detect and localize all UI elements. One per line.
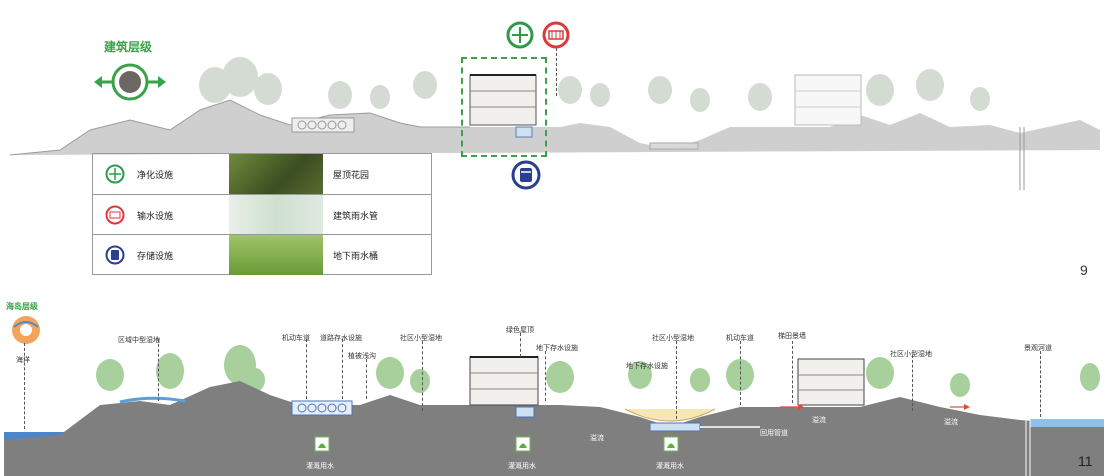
leader-line xyxy=(366,359,367,399)
label-community-wetland: 社区小型湿地 xyxy=(400,334,442,342)
label-terrace-wall: 梯田景墙 xyxy=(778,332,806,340)
convey-icon xyxy=(105,205,125,225)
leader-line xyxy=(342,339,343,399)
island-level-title: 海岛层级 xyxy=(6,302,38,311)
leader-line xyxy=(912,355,913,411)
building-section-drawing xyxy=(9,57,1100,190)
label-green-roof: 绿色屋顶 xyxy=(506,326,534,334)
leader-line xyxy=(740,341,741,405)
leader-line xyxy=(1040,351,1041,417)
label-overflow: 溢流 xyxy=(812,416,826,424)
building-level-section: 建筑层级 xyxy=(9,21,1100,278)
legend-example-label: 建筑雨水管 xyxy=(333,212,379,222)
legend-facility-label: 净化设施 xyxy=(137,171,174,181)
page-number-bottom: 11 xyxy=(1078,453,1093,469)
label-overflow: 溢流 xyxy=(944,418,958,426)
rain-pipe-photo xyxy=(229,195,323,235)
legend-example-label: 屋顶花园 xyxy=(333,171,370,181)
rain-barrel-photo xyxy=(229,235,323,275)
legend-row: 输水设施 建筑雨水管 xyxy=(93,194,431,235)
label-motor-road: 机动车道 xyxy=(726,334,754,342)
label-motor-road: 机动车道 xyxy=(282,334,310,342)
label-irrigation: 灌溉用水 xyxy=(656,462,684,470)
leader-line xyxy=(676,341,677,419)
label-community-wetland: 社区小型湿地 xyxy=(890,350,932,358)
label-underground-storage: 地下存水设施 xyxy=(536,344,578,352)
facility-legend: 净化设施 屋顶花园 输水设施 建筑雨水管 存储设施 地下雨水桶 xyxy=(92,153,432,275)
island-level-section: 海岛层级 xyxy=(0,295,1109,476)
legend-row: 存储设施 地下雨水桶 xyxy=(93,234,431,275)
label-road-storage: 道路存水设施 xyxy=(320,334,362,342)
storage-icon xyxy=(511,160,541,190)
building-level-title: 建筑层级 xyxy=(104,40,153,54)
leader-line xyxy=(545,351,546,401)
rooftop-garden-photo xyxy=(229,154,323,194)
label-underground-storage: 地下存水设施 xyxy=(626,362,668,370)
leader-line xyxy=(422,341,423,411)
leader-line xyxy=(24,343,25,429)
label-bioswale: 植被浅沟 xyxy=(348,352,376,360)
legend-row: 净化设施 屋顶花园 xyxy=(93,154,431,194)
label-irrigation: 灌溉用水 xyxy=(306,462,334,470)
convey-leader-line xyxy=(556,48,558,96)
label-irrigation: 灌溉用水 xyxy=(508,462,536,470)
label-regional-wetland: 区域中型湿地 xyxy=(118,336,160,344)
leader-line xyxy=(158,339,159,401)
label-community-wetland: 社区小型湿地 xyxy=(652,334,694,342)
leader-line xyxy=(306,339,307,399)
leader-line xyxy=(520,333,521,357)
island-section-drawing xyxy=(4,345,1104,476)
building-level-icon xyxy=(94,63,166,101)
legend-facility-label: 存储设施 xyxy=(137,252,174,262)
leader-line xyxy=(792,341,793,403)
convey-icon xyxy=(542,21,570,49)
label-overflow: 溢流 xyxy=(590,434,604,442)
label-landscape-river: 景观河道 xyxy=(1024,344,1052,352)
page-number-top: 9 xyxy=(1080,262,1088,278)
purify-icon xyxy=(506,21,534,49)
label-reuse-pipe: 回用管道 xyxy=(760,429,788,437)
storage-icon xyxy=(105,245,125,265)
legend-facility-label: 输水设施 xyxy=(137,212,174,222)
purify-icon xyxy=(105,164,125,184)
island-globe-icon xyxy=(12,316,40,344)
label-ocean: 海洋 xyxy=(16,356,30,364)
legend-example-label: 地下雨水桶 xyxy=(333,252,379,262)
building-highlight-frame xyxy=(461,57,547,157)
